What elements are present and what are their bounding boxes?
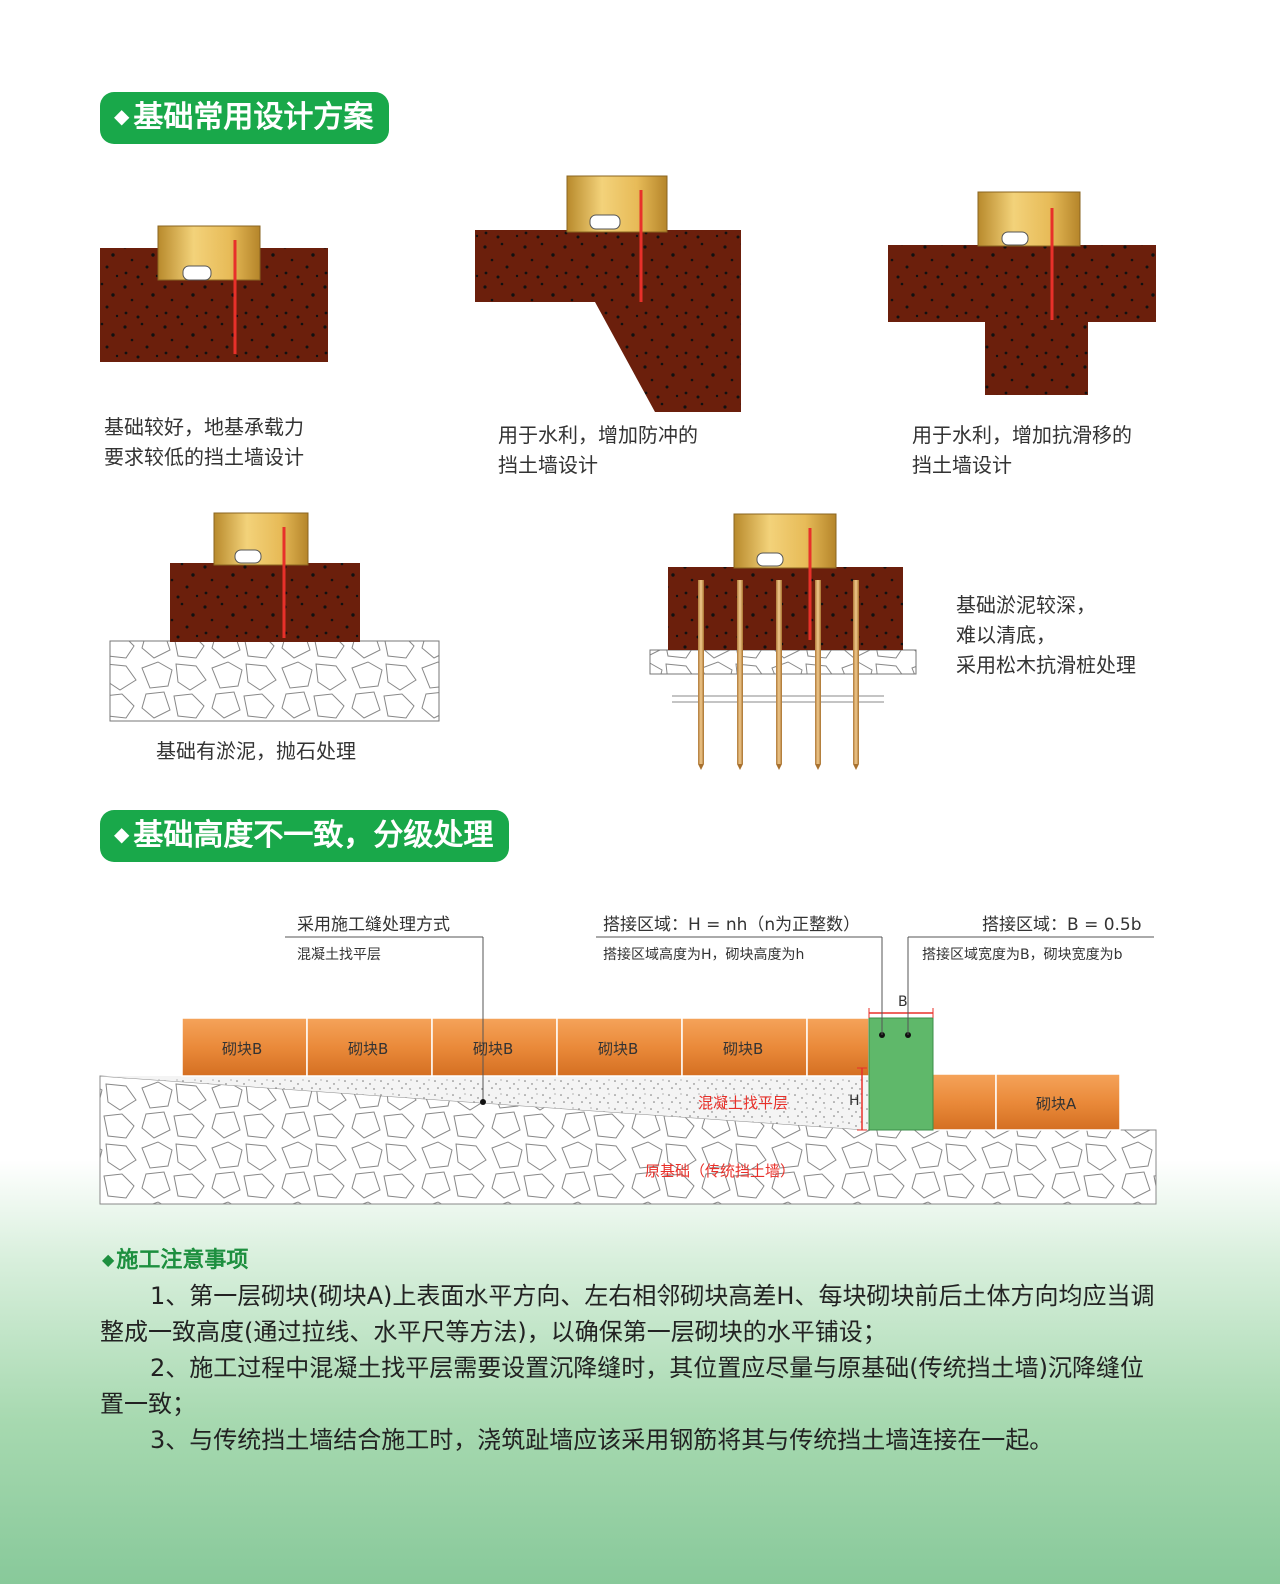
- diamond-icon: ◆: [114, 821, 130, 846]
- caption-riprap: 基础有淤泥，抛石处理: [156, 739, 356, 763]
- label-overlap-width: 搭接区域：B = 0.5b: [982, 915, 1142, 935]
- blocks-a-row: [931, 1073, 1121, 1131]
- original-foundation-label: 原基础（传统挡土墙）: [645, 1162, 796, 1180]
- notes-list: 1、第一层砌块(砌块A)上表面水平方向、左右相邻砌块高差H、每块砌块前后土体方向…: [100, 1278, 1160, 1458]
- block-b-label: 砌块B: [222, 1040, 263, 1058]
- section-title-text: 基础常用设计方案: [133, 100, 374, 135]
- caption-basic-foundation: 基础较好，地基承载力 要求较低的挡土墙设计: [104, 415, 304, 469]
- dimension-h-label: H: [849, 1093, 860, 1109]
- block-b-label: 砌块B: [598, 1040, 639, 1058]
- block-a-label: 砌块A: [1036, 1095, 1077, 1113]
- pine-piles: [698, 580, 859, 770]
- label-overlap-height: 搭接区域：H = nh（n为正整数）: [603, 915, 861, 935]
- stepped-foundation-diagram: [99, 936, 1157, 1205]
- caption-anti-scour: 用于水利，增加防冲的 挡土墙设计: [498, 423, 698, 477]
- section-title-design-schemes: ◆基础常用设计方案: [100, 92, 390, 144]
- label-construction-joint: 采用施工缝处理方式: [297, 915, 450, 935]
- caption-pine-piles: 基础淤泥较深， 难以清底， 采用松木抗滑桩处理: [956, 593, 1136, 677]
- note-item: 2、施工过程中混凝土找平层需要设置沉降缝时，其位置应尽量与原基础(传统挡土墙)沉…: [100, 1354, 1144, 1418]
- block-b-label: 砌块B: [473, 1040, 514, 1058]
- leveling-layer-label: 混凝土找平层: [698, 1094, 789, 1112]
- figure-basic-foundation: [100, 225, 328, 362]
- block-b-label: 砌块B: [723, 1040, 764, 1058]
- sublabel-overlap-height: 搭接区域高度为H，砌块高度为h: [603, 947, 805, 963]
- dimension-b-label: B: [898, 994, 908, 1010]
- note-item: 3、与传统挡土墙结合施工时，浇筑趾墙应该采用钢筋将其与传统挡土墙连接在一起。: [150, 1426, 1054, 1454]
- figure-anti-sliding-foundation: [888, 191, 1156, 395]
- blocks-b-row: [181, 1017, 870, 1077]
- block-b-label: 砌块B: [348, 1040, 389, 1058]
- caption-anti-sliding: 用于水利，增加抗滑移的 挡土墙设计: [912, 423, 1132, 477]
- figure-anti-scour-foundation: [475, 175, 741, 412]
- section-title-text: 基础高度不一致，分级处理: [133, 818, 494, 853]
- figure-pine-pile-foundation: [649, 513, 917, 770]
- sublabel-leveling-layer: 混凝土找平层: [297, 947, 381, 963]
- section-title-stepped-foundation: ◆基础高度不一致，分级处理: [100, 810, 510, 862]
- note-item: 1、第一层砌块(砌块A)上表面水平方向、左右相邻砌块高差H、每块砌块前后土体方向…: [100, 1282, 1155, 1346]
- sublabel-overlap-width: 搭接区域宽度为B，砌块宽度为b: [922, 947, 1123, 963]
- figure-riprap-foundation: [109, 512, 440, 722]
- notes-title: ◆施工注意事项: [102, 1248, 249, 1273]
- diamond-icon: ◆: [102, 1250, 115, 1269]
- diamond-icon: ◆: [114, 103, 130, 128]
